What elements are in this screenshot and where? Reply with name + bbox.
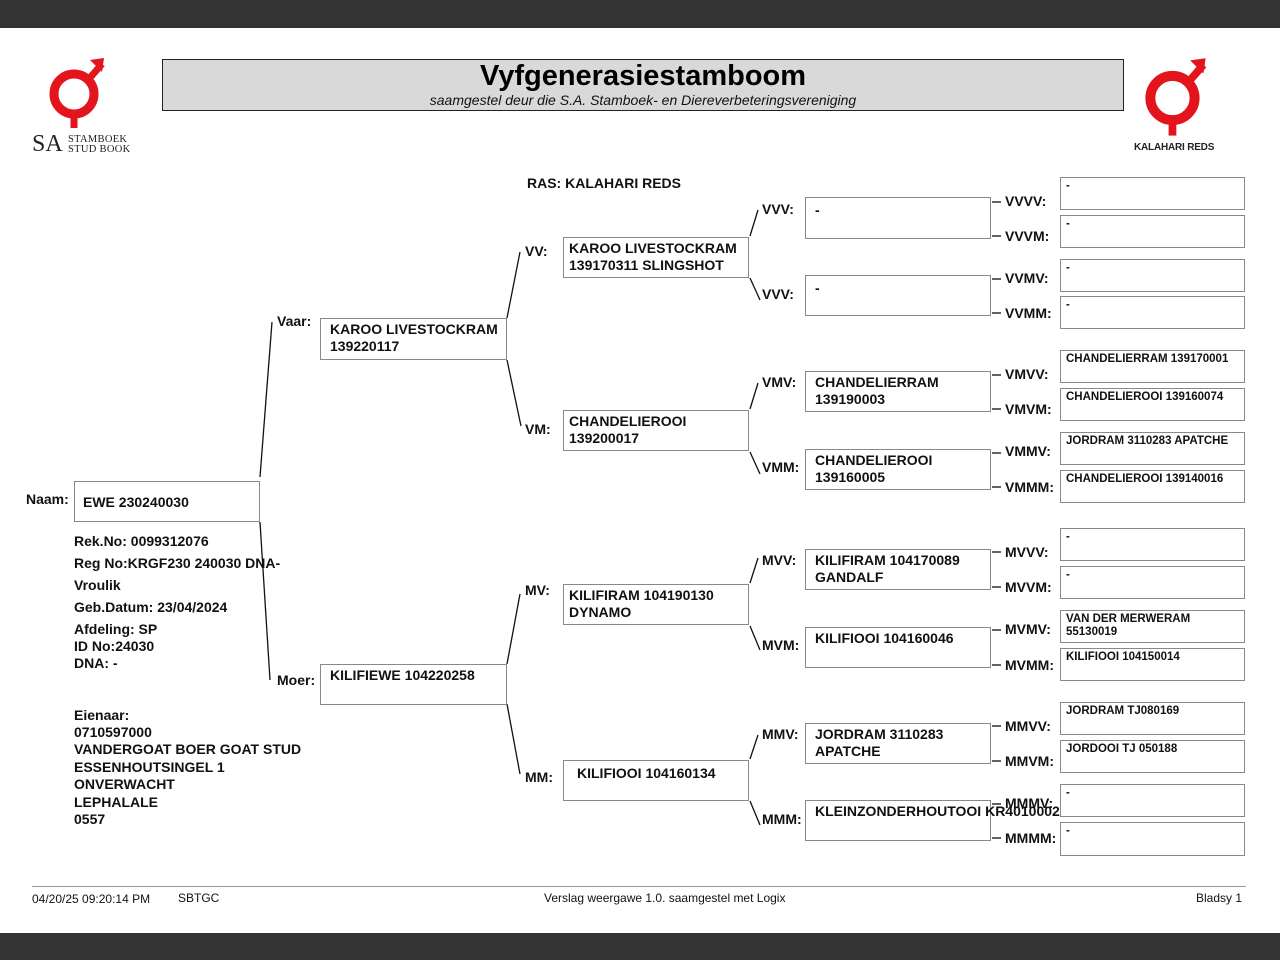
vm-box: CHANDELIEROOI 139200017 <box>563 410 749 451</box>
top-bar <box>0 0 1280 28</box>
gen4-label: MVMV: <box>1005 621 1051 637</box>
vmv-box: CHANDELIERRAM 139190003 <box>805 371 991 412</box>
gen4-label: VMVV: <box>1005 366 1049 382</box>
gender-symbol-icon <box>49 58 105 128</box>
vmv-label: VMV: <box>762 374 797 390</box>
mm-label: MM: <box>525 769 553 785</box>
dam-box: KILIFIEWE 104220258 <box>320 664 507 705</box>
footer-divider <box>32 886 1246 887</box>
sire-box: KAROO LIVESTOCKRAM 139220117 <box>320 318 507 360</box>
gen4-box: CHANDELIEROOI 139140016 <box>1060 470 1245 503</box>
logo-kalahari-text: KALAHARI REDS <box>1134 142 1215 153</box>
vvv-label: VVV: <box>762 201 794 217</box>
mmm-label: MMM: <box>762 811 802 827</box>
gen4-label: VVMM: <box>1005 305 1052 321</box>
gen4-box: CHANDELIERRAM 139170001 <box>1060 350 1245 383</box>
owner-line: VANDERGOAT BOER GOAT STUD <box>74 741 302 757</box>
gen4-box: JORDRAM 3110283 APATCHE <box>1060 432 1245 465</box>
rek-no: Rek.No: 0099312076 <box>74 533 209 549</box>
footer-code: SBTGC <box>178 891 220 905</box>
gen4-label: MVMM: <box>1005 657 1054 673</box>
gen4-label: MVVM: <box>1005 579 1052 595</box>
breed-label: RAS: KALAHARI REDS <box>527 175 681 191</box>
mv-label: MV: <box>525 582 550 598</box>
gen4-box: - <box>1060 784 1245 817</box>
gender: Vroulik <box>74 577 121 593</box>
moer-label: Moer: <box>277 672 316 688</box>
mvv-box: KILIFIRAM 104170089 GANDALF <box>805 549 991 590</box>
page-subtitle: saamgestel deur die S.A. Stamboek- en Di… <box>429 92 857 108</box>
gen4-label: VMVM: <box>1005 401 1052 417</box>
gen4-label: VMMV: <box>1005 443 1051 459</box>
logo-stamboek-text: STAMBOEK <box>68 134 128 145</box>
owner-label: Eienaar: <box>74 707 130 723</box>
vvv-box: - <box>805 197 991 239</box>
vaar-label: Vaar: <box>277 313 312 329</box>
afdeling: Afdeling: SP <box>74 621 158 637</box>
gen4-label: MMVM: <box>1005 753 1054 769</box>
id-no: ID No:24030 <box>74 638 155 654</box>
footer-report: Verslag weergawe 1.0. saamgestel met Log… <box>544 891 786 905</box>
owner-line: ESSENHOUTSINGEL 1 <box>74 759 225 775</box>
gen4-label: VMMM: <box>1005 479 1054 495</box>
birth-date: Geb.Datum: 23/04/2024 <box>74 599 228 615</box>
mv-box: KILIFIRAM 104190130 DYNAMO <box>563 584 749 625</box>
vv-box: KAROO LIVESTOCKRAM 139170311 SLINGSHOT <box>563 237 749 278</box>
vvm-box: - <box>805 275 991 316</box>
gen4-label: MMMV: <box>1005 795 1054 811</box>
reg-no: Reg No:KRGF230 240030 DNA- <box>74 555 281 571</box>
gen4-box: - <box>1060 566 1245 599</box>
mmv-label: MMV: <box>762 726 799 742</box>
gen4-box: - <box>1060 822 1245 856</box>
naam-label: Naam: <box>26 491 69 507</box>
mvm-label: MVM: <box>762 637 800 653</box>
subject-animal-box: EWE 230240030 <box>74 481 260 522</box>
vmm-box: CHANDELIEROOI 139160005 <box>805 449 991 490</box>
gen4-label: MMVV: <box>1005 718 1051 734</box>
mvm-box: KILIFIOOI 104160046 <box>805 627 991 668</box>
gen4-box: - <box>1060 215 1245 248</box>
gen4-label: VVMV: <box>1005 270 1049 286</box>
gen4-label: VVVM: <box>1005 228 1050 244</box>
vvm-label: VVV: <box>762 286 794 302</box>
mmv-box: JORDRAM 3110283 APATCHE <box>805 723 991 764</box>
gen4-box: VAN DER MERWERAM 55130019 <box>1060 610 1245 643</box>
vm-label: VM: <box>525 421 551 437</box>
gen4-label: MMMM: <box>1005 830 1057 846</box>
gen4-box: - <box>1060 296 1245 329</box>
owner-line: 0557 <box>74 811 106 827</box>
page-title: Vyfgenerasiestamboom <box>479 60 807 92</box>
gen4-box: JORDRAM TJ080169 <box>1060 702 1245 735</box>
gen4-box: - <box>1060 259 1245 292</box>
sa-stud-book-logo: SA STAMBOEK STUD BOOK <box>30 56 134 158</box>
gen4-box: - <box>1060 177 1245 210</box>
logo-studbook-text: STUD BOOK <box>68 144 131 155</box>
mvv-label: MVV: <box>762 552 797 568</box>
gen4-box: - <box>1060 528 1245 561</box>
title-box: Vyfgenerasiestamboom saamgestel deur die… <box>162 59 1124 111</box>
kalahari-reds-logo: KALAHARI REDS <box>1130 56 1230 156</box>
gen4-box: CHANDELIEROOI 139160074 <box>1060 388 1245 421</box>
vv-label: VV: <box>525 243 548 259</box>
dna: DNA: - <box>74 655 118 671</box>
gen4-box: JORDOOI TJ 050188 <box>1060 740 1245 773</box>
owner-line: ONVERWACHT <box>74 776 175 792</box>
mmm-box: KLEINZONDERHOUTOOI KR40100023 <box>805 800 1068 841</box>
footer-page: Bladsy 1 <box>1196 891 1243 905</box>
bottom-bar <box>0 933 1280 960</box>
vmm-label: VMM: <box>762 459 800 475</box>
owner-line: LEPHALALE <box>74 794 158 810</box>
mm-box: KILIFIOOI 104160134 <box>563 760 749 801</box>
gen4-box: KILIFIOOI 104150014 <box>1060 648 1245 681</box>
footer-timestamp: 04/20/25 09:20:14 PM <box>32 892 151 906</box>
owner-line: 0710597000 <box>74 724 152 740</box>
gen4-label: MVVV: <box>1005 544 1049 560</box>
logo-sa-text: SA <box>32 131 63 157</box>
gender-symbol-icon <box>1145 58 1207 136</box>
gen4-label: VVVV: <box>1005 193 1047 209</box>
